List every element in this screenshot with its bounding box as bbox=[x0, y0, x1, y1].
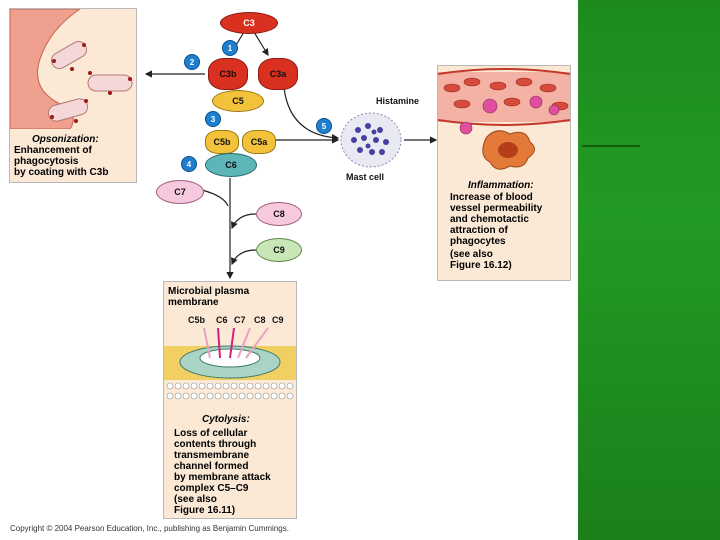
c5b-protein: C5b bbox=[205, 130, 239, 154]
inflammation-line-7: Figure 16.12) bbox=[450, 260, 512, 271]
c5-protein: C5 bbox=[212, 90, 264, 112]
step-1-badge: 1 bbox=[222, 40, 238, 56]
inflammation-line-2: vessel permeability bbox=[450, 203, 543, 214]
copyright-notice: Copyright © 2004 Pearson Education, Inc.… bbox=[10, 524, 289, 533]
c8-protein: C8 bbox=[256, 202, 302, 226]
step-5-badge: 5 bbox=[316, 118, 332, 134]
c6-protein: C6 bbox=[205, 153, 257, 177]
opsonization-title: Opsonization: bbox=[32, 134, 99, 145]
cytolysis-panel: Microbial plasma membrane C5b C6 C7 C8 C… bbox=[163, 281, 297, 519]
cytolysis-line-2: contents through bbox=[174, 439, 257, 450]
cytolysis-line-3: transmembrane bbox=[174, 450, 250, 461]
inflammation-line-3: and chemotactic bbox=[450, 214, 529, 225]
membrane-label-2: membrane bbox=[168, 297, 219, 308]
pore-label-c6: C6 bbox=[216, 315, 228, 325]
c9-protein: C9 bbox=[256, 238, 302, 262]
blood-vessel-illustration bbox=[438, 68, 570, 170]
inflammation-panel: Inflammation: Increase of blood vessel p… bbox=[437, 65, 571, 281]
inflammation-line-4: attraction of bbox=[450, 225, 508, 236]
step-3-badge: 3 bbox=[205, 111, 221, 127]
inflammation-line-6: (see also bbox=[450, 249, 493, 260]
cytolysis-title: Cytolysis: bbox=[202, 414, 250, 425]
cytolysis-line-1: Loss of cellular bbox=[174, 428, 248, 439]
cytolysis-line-5: by membrane attack bbox=[174, 472, 271, 483]
cytolysis-line-7: (see also bbox=[174, 494, 217, 505]
pore-label-c8: C8 bbox=[254, 315, 266, 325]
cytolysis-line-4: channel formed bbox=[174, 461, 249, 472]
mast-cell-illustration bbox=[340, 112, 402, 168]
pore-label-c9: C9 bbox=[272, 315, 284, 325]
pathway-arrows bbox=[144, 31, 438, 280]
opsonization-line-3: by coating with C3b bbox=[14, 167, 109, 178]
cytolysis-line-6: complex C5–C9 bbox=[174, 483, 249, 494]
inflammation-title: Inflammation: bbox=[468, 180, 534, 191]
c7-protein: C7 bbox=[156, 180, 204, 204]
step-4-badge: 4 bbox=[181, 156, 197, 172]
inflammation-line-1: Increase of blood bbox=[450, 192, 533, 203]
membrane-attack-complex-illustration bbox=[164, 327, 296, 400]
green-bar-divider bbox=[582, 145, 640, 147]
opsonization-line-2: phagocytosis bbox=[14, 156, 79, 167]
step-2-badge: 2 bbox=[184, 54, 200, 70]
cytolysis-line-8: Figure 16.11) bbox=[174, 505, 236, 516]
bacterium-3 bbox=[47, 98, 89, 122]
c3a-protein: C3a bbox=[258, 58, 298, 90]
c3-protein: C3 bbox=[220, 12, 278, 34]
phagocyte-illustration bbox=[10, 9, 133, 129]
pore-label-c5b: C5b bbox=[188, 315, 206, 325]
c5a-protein: C5a bbox=[242, 130, 276, 154]
pore-label-c7: C7 bbox=[234, 315, 246, 325]
inflammation-line-5: phagocytes bbox=[450, 236, 506, 247]
histamine-label: Histamine bbox=[376, 96, 420, 106]
mast-cell-label: Mast cell bbox=[346, 172, 385, 182]
opsonization-panel: Opsonization: Enhancement of phagocytosi… bbox=[9, 8, 137, 183]
decorative-green-bar bbox=[578, 0, 720, 540]
opsonization-line-1: Enhancement of bbox=[14, 145, 92, 156]
membrane-label-1: Microbial plasma bbox=[168, 286, 250, 297]
c3b-protein: C3b bbox=[208, 58, 248, 90]
